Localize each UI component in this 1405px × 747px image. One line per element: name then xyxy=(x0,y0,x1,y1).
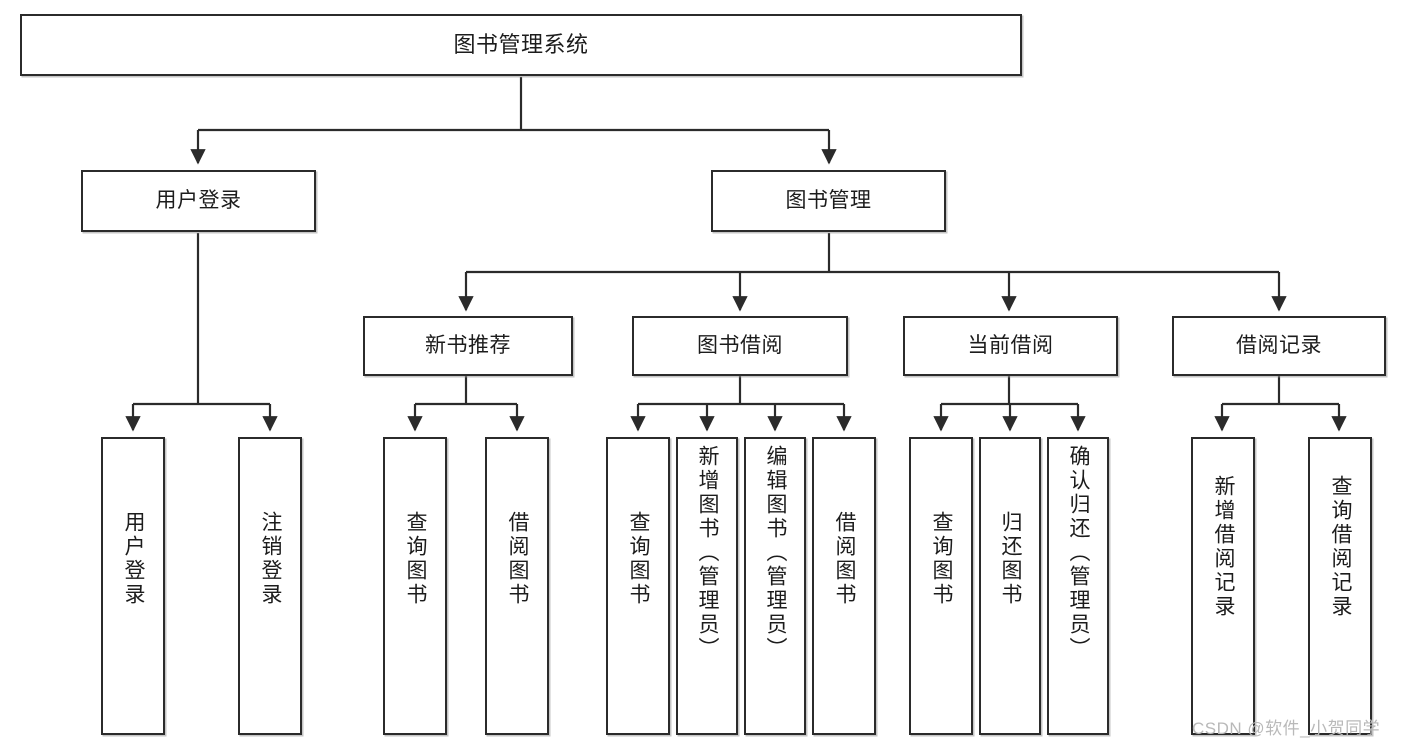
leaf-book-borrow-borrow-book[interactable]: 借阅图书 xyxy=(812,437,876,735)
node-label: 图书管理系统 xyxy=(453,31,589,57)
node-label: 借阅记录 xyxy=(1236,334,1322,358)
node-label: 注销登录 xyxy=(259,511,283,607)
node-borrow-record[interactable]: 借阅记录 xyxy=(1172,316,1386,376)
node-label: 借阅图书 xyxy=(833,511,857,607)
leaf-borrow-record-add[interactable]: 新增借阅记录 xyxy=(1191,437,1255,735)
node-label: 新增借阅记录 xyxy=(1212,475,1236,619)
leaf-new-book-borrow[interactable]: 借阅图书 xyxy=(485,437,549,735)
node-label: 查询借阅记录 xyxy=(1329,475,1353,619)
node-label: 归还图书 xyxy=(999,511,1023,607)
node-label: 查询图书 xyxy=(627,511,651,607)
node-label: 查询图书 xyxy=(930,511,954,607)
node-label: 新增图书（管理员） xyxy=(696,445,720,661)
node-label: 编辑图书（管理员） xyxy=(764,445,788,661)
leaf-borrow-record-search[interactable]: 查询借阅记录 xyxy=(1308,437,1372,735)
node-label: 当前借阅 xyxy=(967,334,1054,358)
node-label: 借阅图书 xyxy=(506,511,530,607)
node-label: 用户登录 xyxy=(122,511,146,607)
leaf-book-borrow-search[interactable]: 查询图书 xyxy=(606,437,670,735)
node-label: 确认归还（管理员） xyxy=(1067,445,1091,661)
leaf-current-borrow-search[interactable]: 查询图书 xyxy=(909,437,973,735)
leaf-user-login-login[interactable]: 用户登录 xyxy=(101,437,165,735)
node-new-book-recommend[interactable]: 新书推荐 xyxy=(363,316,573,376)
node-label: 图书借阅 xyxy=(697,334,783,358)
node-label: 图书管理 xyxy=(785,189,872,213)
node-root-library-system[interactable]: 图书管理系统 xyxy=(20,14,1022,76)
leaf-new-book-search[interactable]: 查询图书 xyxy=(383,437,447,735)
leaf-current-borrow-confirm-return[interactable]: 确认归还（管理员） xyxy=(1047,437,1109,735)
leaf-book-borrow-add-book[interactable]: 新增图书（管理员） xyxy=(676,437,738,735)
leaf-current-borrow-return[interactable]: 归还图书 xyxy=(979,437,1041,735)
leaf-user-login-logout[interactable]: 注销登录 xyxy=(238,437,302,735)
csdn-watermark: CSDN @软件_小贺同学 xyxy=(1192,719,1381,738)
node-book-management[interactable]: 图书管理 xyxy=(711,170,946,232)
node-label: 查询图书 xyxy=(404,511,428,607)
node-label: 用户登录 xyxy=(155,189,242,213)
node-current-borrow[interactable]: 当前借阅 xyxy=(903,316,1118,376)
node-label: 新书推荐 xyxy=(425,334,511,358)
node-user-login[interactable]: 用户登录 xyxy=(81,170,316,232)
node-book-borrow[interactable]: 图书借阅 xyxy=(632,316,848,376)
leaf-book-borrow-edit-book[interactable]: 编辑图书（管理员） xyxy=(744,437,806,735)
